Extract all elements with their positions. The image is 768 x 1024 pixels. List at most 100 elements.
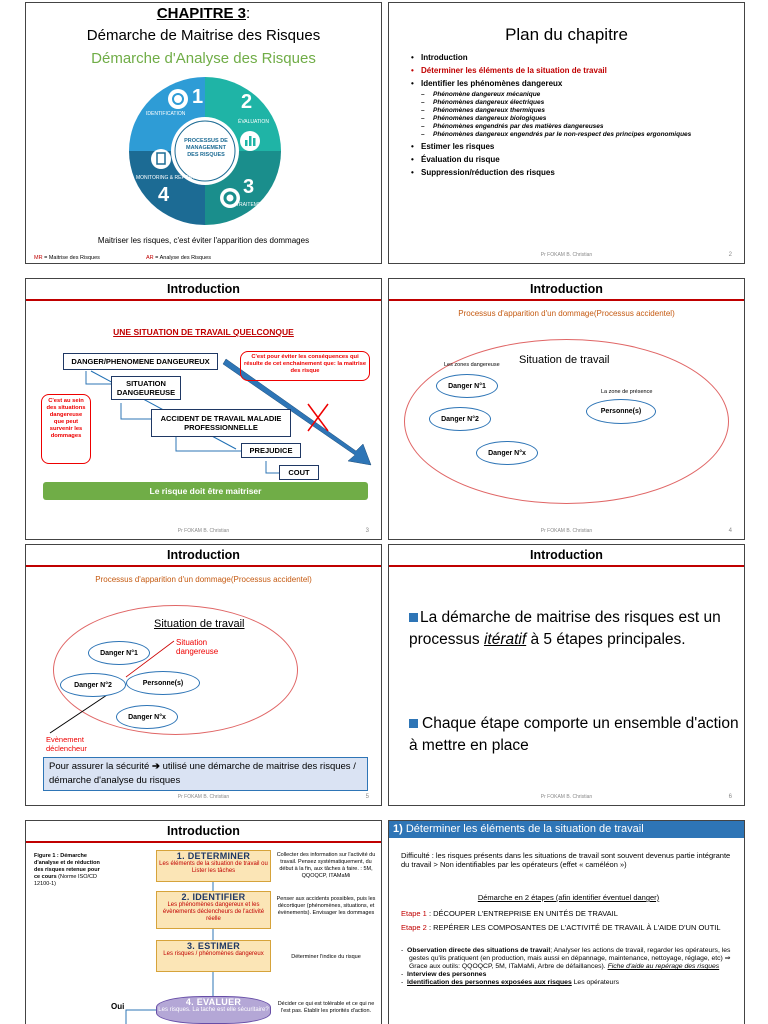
- zones-label: Les zones dangereuse: [444, 362, 500, 368]
- bullet-icon: [409, 719, 418, 728]
- slide-subtitle: Démarche d'Analyse des Risques: [91, 50, 316, 67]
- slide-subtitle: Processus d'apparition d'un dommage(Proc…: [458, 309, 675, 318]
- slide-7[interactable]: Introduction Figure 1 : Démarche d'analy…: [25, 820, 382, 1024]
- section-title: 1) Déterminer les éléments de la situati…: [389, 821, 744, 838]
- box-situation: SITUATION DANGEUREUSE: [111, 376, 181, 400]
- danger-2: Danger N°2: [60, 673, 126, 697]
- step-2-text: Etape 2 : REPÉRER LES COMPOSANTES DE L'A…: [401, 923, 721, 932]
- slide-footer: Pr FOKAM B. Christian: [177, 528, 230, 534]
- step-description: Penser aux accidents possibles, puis les…: [276, 896, 376, 916]
- slide-header: Introduction: [26, 545, 381, 567]
- presence-label: La zone de présence: [601, 389, 653, 395]
- plan-title: Plan du chapitre: [505, 25, 628, 44]
- step-1-text: Etape 1 : DÉCOUPER L'ENTREPRISE EN UNITÉ…: [401, 909, 618, 918]
- gear-icon: [220, 188, 240, 208]
- page-number: 5: [365, 794, 369, 800]
- list-item: - Identification des personnes exposées …: [401, 979, 619, 986]
- bullet-icon: [409, 613, 418, 622]
- label-traitement: TRAITEMENT: [236, 202, 268, 208]
- danger-1: Danger N°1: [436, 374, 498, 398]
- person-zone: Personne(s): [126, 671, 200, 695]
- box-accident: ACCIDENT DE TRAVAIL MALADIE PROFESSIONNE…: [151, 409, 291, 437]
- danger-x: Danger N°x: [476, 441, 538, 465]
- plan-subitem: Phénomènes dangereux électriques: [421, 99, 731, 106]
- tagline: Maitriser les risques, c'est éviter l'ap…: [97, 236, 310, 245]
- page-number: 4: [728, 528, 732, 534]
- page-number: 3: [365, 528, 369, 534]
- plan-subitem: Phénomènes engendrés par des matières da…: [421, 123, 731, 130]
- box-cout: COUT: [279, 465, 319, 480]
- method-list: - Observation directe des situations de …: [401, 947, 736, 987]
- paragraph-1: La démarche de maitrise des risques est …: [409, 609, 721, 648]
- slide-5[interactable]: Introduction Processus d'apparition d'un…: [25, 544, 382, 806]
- note-situations: C'est au sein des situations dangereuse …: [41, 394, 91, 464]
- yes-label: Oui: [111, 1002, 125, 1011]
- work-situation-ellipse: [404, 339, 729, 504]
- slide-header: Introduction: [389, 545, 744, 567]
- label-identification: IDENTIFICATION: [146, 111, 186, 117]
- number-2: 2: [241, 91, 252, 113]
- paragraph-2: Chaque étape comporte un ensemble d'acti…: [409, 715, 739, 754]
- slide-subtitle: Processus d'apparition d'un dommage(Proc…: [95, 575, 312, 584]
- slide-footer: Pr FOKAM B. Christian: [540, 252, 593, 258]
- situation-label: Situation de travail: [154, 618, 245, 630]
- slide-3[interactable]: Introduction UNE SITUATION DE TRAVAIL QU…: [25, 278, 382, 540]
- ar-legend: AR = Analyse des Risques: [146, 255, 211, 261]
- box-danger: DANGER/PHENOMENE DANGEUREUX: [63, 353, 218, 370]
- list-item: - Observation directe des situations de …: [401, 947, 731, 970]
- slide-footer: Pr FOKAM B. Christian: [177, 794, 230, 800]
- plan-subitem: Phénomène dangereux mécanique: [421, 91, 731, 98]
- slide-8[interactable]: 1) Déterminer les éléments de la situati…: [388, 820, 745, 1024]
- slide-header: Introduction: [26, 821, 381, 843]
- note-consequences: C'est pour éviter les conséquences qui r…: [240, 351, 370, 381]
- slide-footer: Pr FOKAM B. Christian: [540, 528, 593, 534]
- slide-title: Démarche de Maitrise des Risques: [86, 27, 321, 44]
- slide-2[interactable]: Plan du chapitre Introduction Déterminer…: [388, 2, 745, 264]
- trigger-event-label: Evènement déclencheur: [46, 735, 87, 753]
- plan-subitem: Phénomènes dangereux thermiques: [421, 107, 731, 114]
- danger-2: Danger N°2: [429, 407, 491, 431]
- checklist-icon: [151, 149, 171, 169]
- number-4: 4: [158, 184, 170, 206]
- page-number: 6: [728, 794, 732, 800]
- plan-item: Identifier les phénomènes dangereux Phén…: [411, 79, 731, 138]
- label-monitoring: MONITORING & REPORTING: [136, 175, 204, 181]
- step-description: Déterminer l'indice du risque: [291, 954, 361, 960]
- slide-4[interactable]: Introduction Processus d'apparition d'un…: [388, 278, 745, 540]
- danger-x: Danger N°x: [116, 705, 178, 729]
- chapter-title: CHAPITRE 3:: [156, 5, 251, 22]
- step-description: Collecter des information sur l'activité…: [276, 852, 376, 879]
- list-item: - Interview des personnes: [401, 971, 487, 978]
- slide-1[interactable]: CHAPITRE 3: Démarche de Maitrise des Ris…: [25, 2, 382, 264]
- work-situation-ellipse: [53, 605, 298, 735]
- flow-connectors: [125, 882, 214, 1024]
- plan-subitem: Phénomènes dangereux engendrés par le no…: [421, 131, 731, 138]
- mr-legend: MR = Maitrise des Risques: [34, 255, 100, 261]
- safety-box: Pour assurer la sécurité ➔ utilisé une d…: [43, 757, 368, 791]
- danger-1: Danger N°1: [88, 641, 150, 665]
- risk-cycle-diagram: 1 2 3 4 IDENTIFICATION ÉVALUATION TRAITE…: [129, 77, 281, 225]
- plan-item: Introduction: [411, 53, 731, 62]
- plan-item: Suppression/réduction des risques: [411, 168, 731, 177]
- plan-item: Déterminer les éléments de la situation …: [411, 66, 731, 75]
- page-number: 2: [728, 252, 732, 258]
- slide-6[interactable]: Introduction La démarche de maitrise des…: [388, 544, 745, 806]
- slide-footer: Pr FOKAM B. Christian: [540, 794, 593, 800]
- magnifier-icon: [168, 89, 188, 109]
- situation-title: UNE SITUATION DE TRAVAIL QUELCONQUE: [113, 327, 294, 337]
- risk-banner: Le risque doit être maitriser: [43, 482, 368, 500]
- plan-subitem: Phénomènes dangereux biologiques: [421, 115, 731, 122]
- difficulty-text: Difficulté : les risques présents dans l…: [401, 851, 731, 869]
- demarche-heading: Démarche en 2 étapes (afin identifier év…: [477, 893, 660, 902]
- slide-header: Introduction: [389, 279, 744, 301]
- label-evaluation: ÉVALUATION: [238, 118, 269, 125]
- box-prejudice: PREJUDICE: [241, 443, 301, 458]
- situation-label: Situation de travail: [519, 354, 610, 366]
- figure-caption: Figure 1 : Démarche d'analyse et de rédu…: [34, 853, 100, 887]
- plan-item: Estimer les risques: [411, 142, 731, 151]
- cycle-center-label: PROCESSUS DE MANAGEMENT DES RISQUES: [184, 138, 228, 158]
- dangerous-situation-label: Situation dangereuse: [176, 638, 219, 656]
